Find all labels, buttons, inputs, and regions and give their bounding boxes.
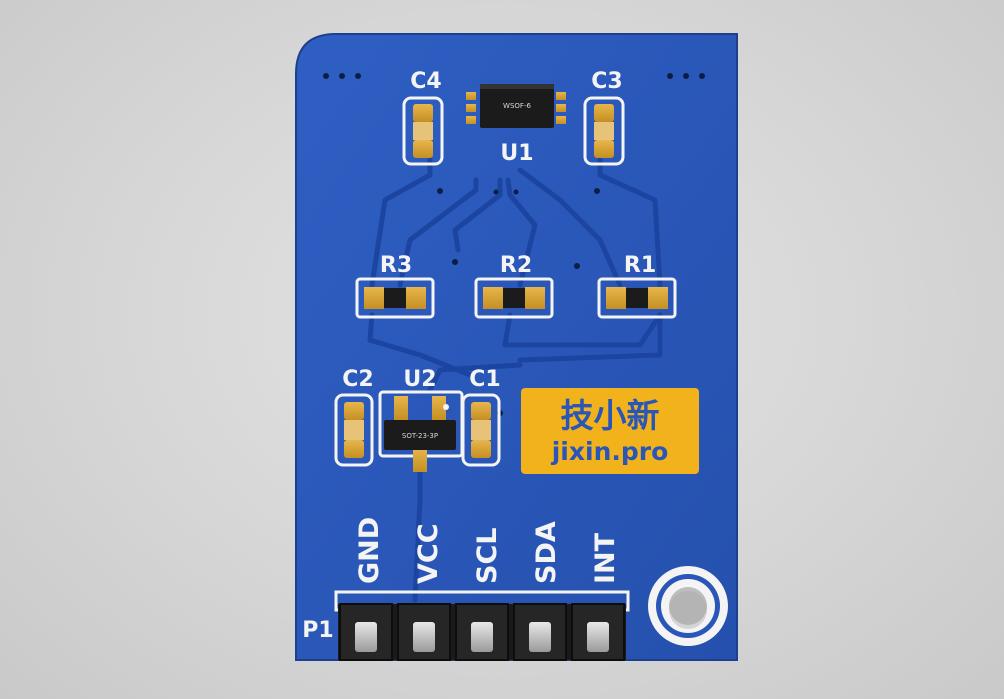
ref-r3: R3 — [380, 253, 412, 278]
c2-capacitor — [334, 393, 374, 467]
pin-label-sda: SDA — [531, 521, 562, 584]
r3-resistor — [355, 277, 435, 319]
pin-labels: GND VCC SCL SDA INT — [354, 517, 621, 584]
pin-label-int: INT — [590, 532, 621, 584]
pin-label-scl: SCL — [472, 528, 503, 584]
u2-marking: SOT-23-3P — [402, 432, 438, 440]
ref-u1: U1 — [500, 141, 533, 166]
u1-marking: WSOF-6 — [503, 102, 531, 110]
ref-r1: R1 — [624, 253, 656, 278]
c4-capacitor — [402, 96, 444, 166]
c1-capacitor — [461, 393, 501, 467]
silkscreen-labels: C4 C3 U1 R3 R2 R1 C2 U2 C1 — [342, 69, 656, 392]
ref-p1: P1 — [302, 618, 333, 643]
u2-chip: SOT-23-3P — [378, 390, 464, 472]
mounting-hole — [648, 566, 728, 646]
brand-logo: 技小新 jixin.pro — [521, 388, 699, 474]
ref-c2: C2 — [342, 367, 373, 392]
vias — [323, 73, 705, 416]
logo-chinese-text: 技小新 — [561, 396, 660, 435]
copper-traces — [367, 157, 663, 603]
pin-label-gnd: GND — [354, 517, 385, 584]
r1-resistor — [597, 277, 677, 319]
ref-c1: C1 — [469, 367, 500, 392]
logo-domain-text: jixin.pro — [551, 437, 669, 466]
r2-resistor — [474, 277, 554, 319]
ref-c4: C4 — [410, 69, 441, 94]
pin-label-vcc: VCC — [413, 523, 444, 584]
ref-c3: C3 — [591, 69, 622, 94]
ref-u2: U2 — [403, 367, 436, 392]
c3-capacitor — [583, 96, 625, 166]
pin-header-p1: P1 — [302, 590, 630, 661]
u1-chip: WSOF-6 — [466, 84, 566, 128]
ref-r2: R2 — [500, 253, 532, 278]
